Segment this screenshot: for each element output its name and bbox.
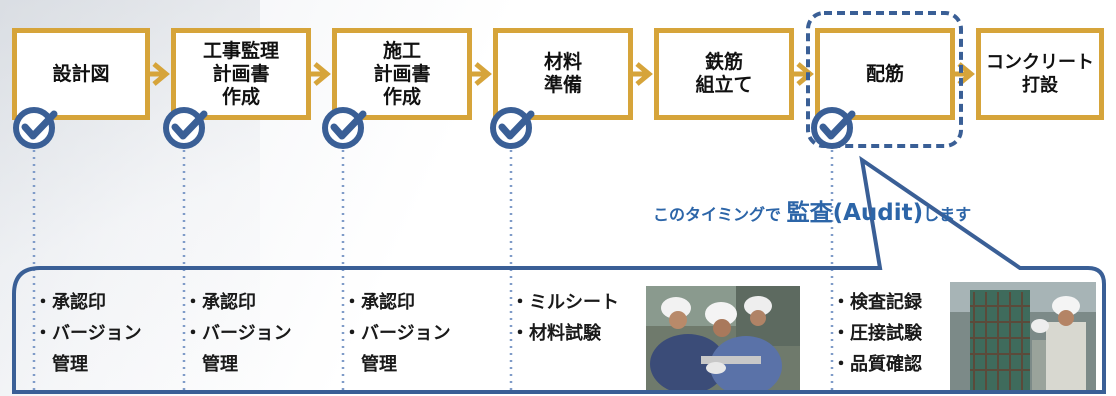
audit-suffix: します <box>923 205 972 224</box>
check-icon <box>163 107 208 149</box>
step-concrete-pouring: コンクリート 打設 <box>976 28 1104 120</box>
step-construction-plan: 施工 計画書 作成 <box>332 28 472 120</box>
audit-highlight-frame <box>806 11 963 148</box>
check-icon <box>811 107 856 149</box>
check-icon <box>13 107 58 149</box>
check-icon <box>490 107 535 149</box>
callout-panel <box>12 155 1106 394</box>
audit-emphasis: 監査 <box>786 200 833 226</box>
step-rebar-arrangement: 配筋 <box>815 28 955 120</box>
audit-callout: このタイミングで 監査(Audit)します <box>653 193 971 227</box>
detail-supervision-plan: ・承認印 ・バージョン 管理 <box>184 292 292 375</box>
detail-design-drawing: ・承認印 ・バージョン 管理 <box>34 292 142 375</box>
step-supervision-plan: 工事監理 計画書 作成 <box>171 28 311 120</box>
audit-paren: (Audit) <box>832 200 924 226</box>
detail-construction-plan: ・承認印 ・バージョン 管理 <box>343 292 451 375</box>
arrow-1 <box>149 62 170 86</box>
arrow-2 <box>310 62 331 86</box>
arrow-4 <box>632 62 653 86</box>
check-icon <box>322 107 367 149</box>
step-rebar-assembly: 鉄筋 組立て <box>654 28 794 120</box>
detail-rebar-arrangement: ・検査記録 ・圧接試験 ・品質確認 <box>832 292 922 375</box>
detail-material-prep: ・ミルシート ・材料試験 <box>511 292 619 344</box>
guide-lines <box>32 150 834 392</box>
step-material-prep: 材料 準備 <box>493 28 633 120</box>
audit-prefix: このタイミングで <box>653 205 782 224</box>
photo-material-inspection <box>646 286 800 390</box>
photo-rebar-inspection <box>950 282 1096 390</box>
arrow-3 <box>471 62 492 86</box>
step-design-drawing: 設計図 <box>12 28 150 120</box>
